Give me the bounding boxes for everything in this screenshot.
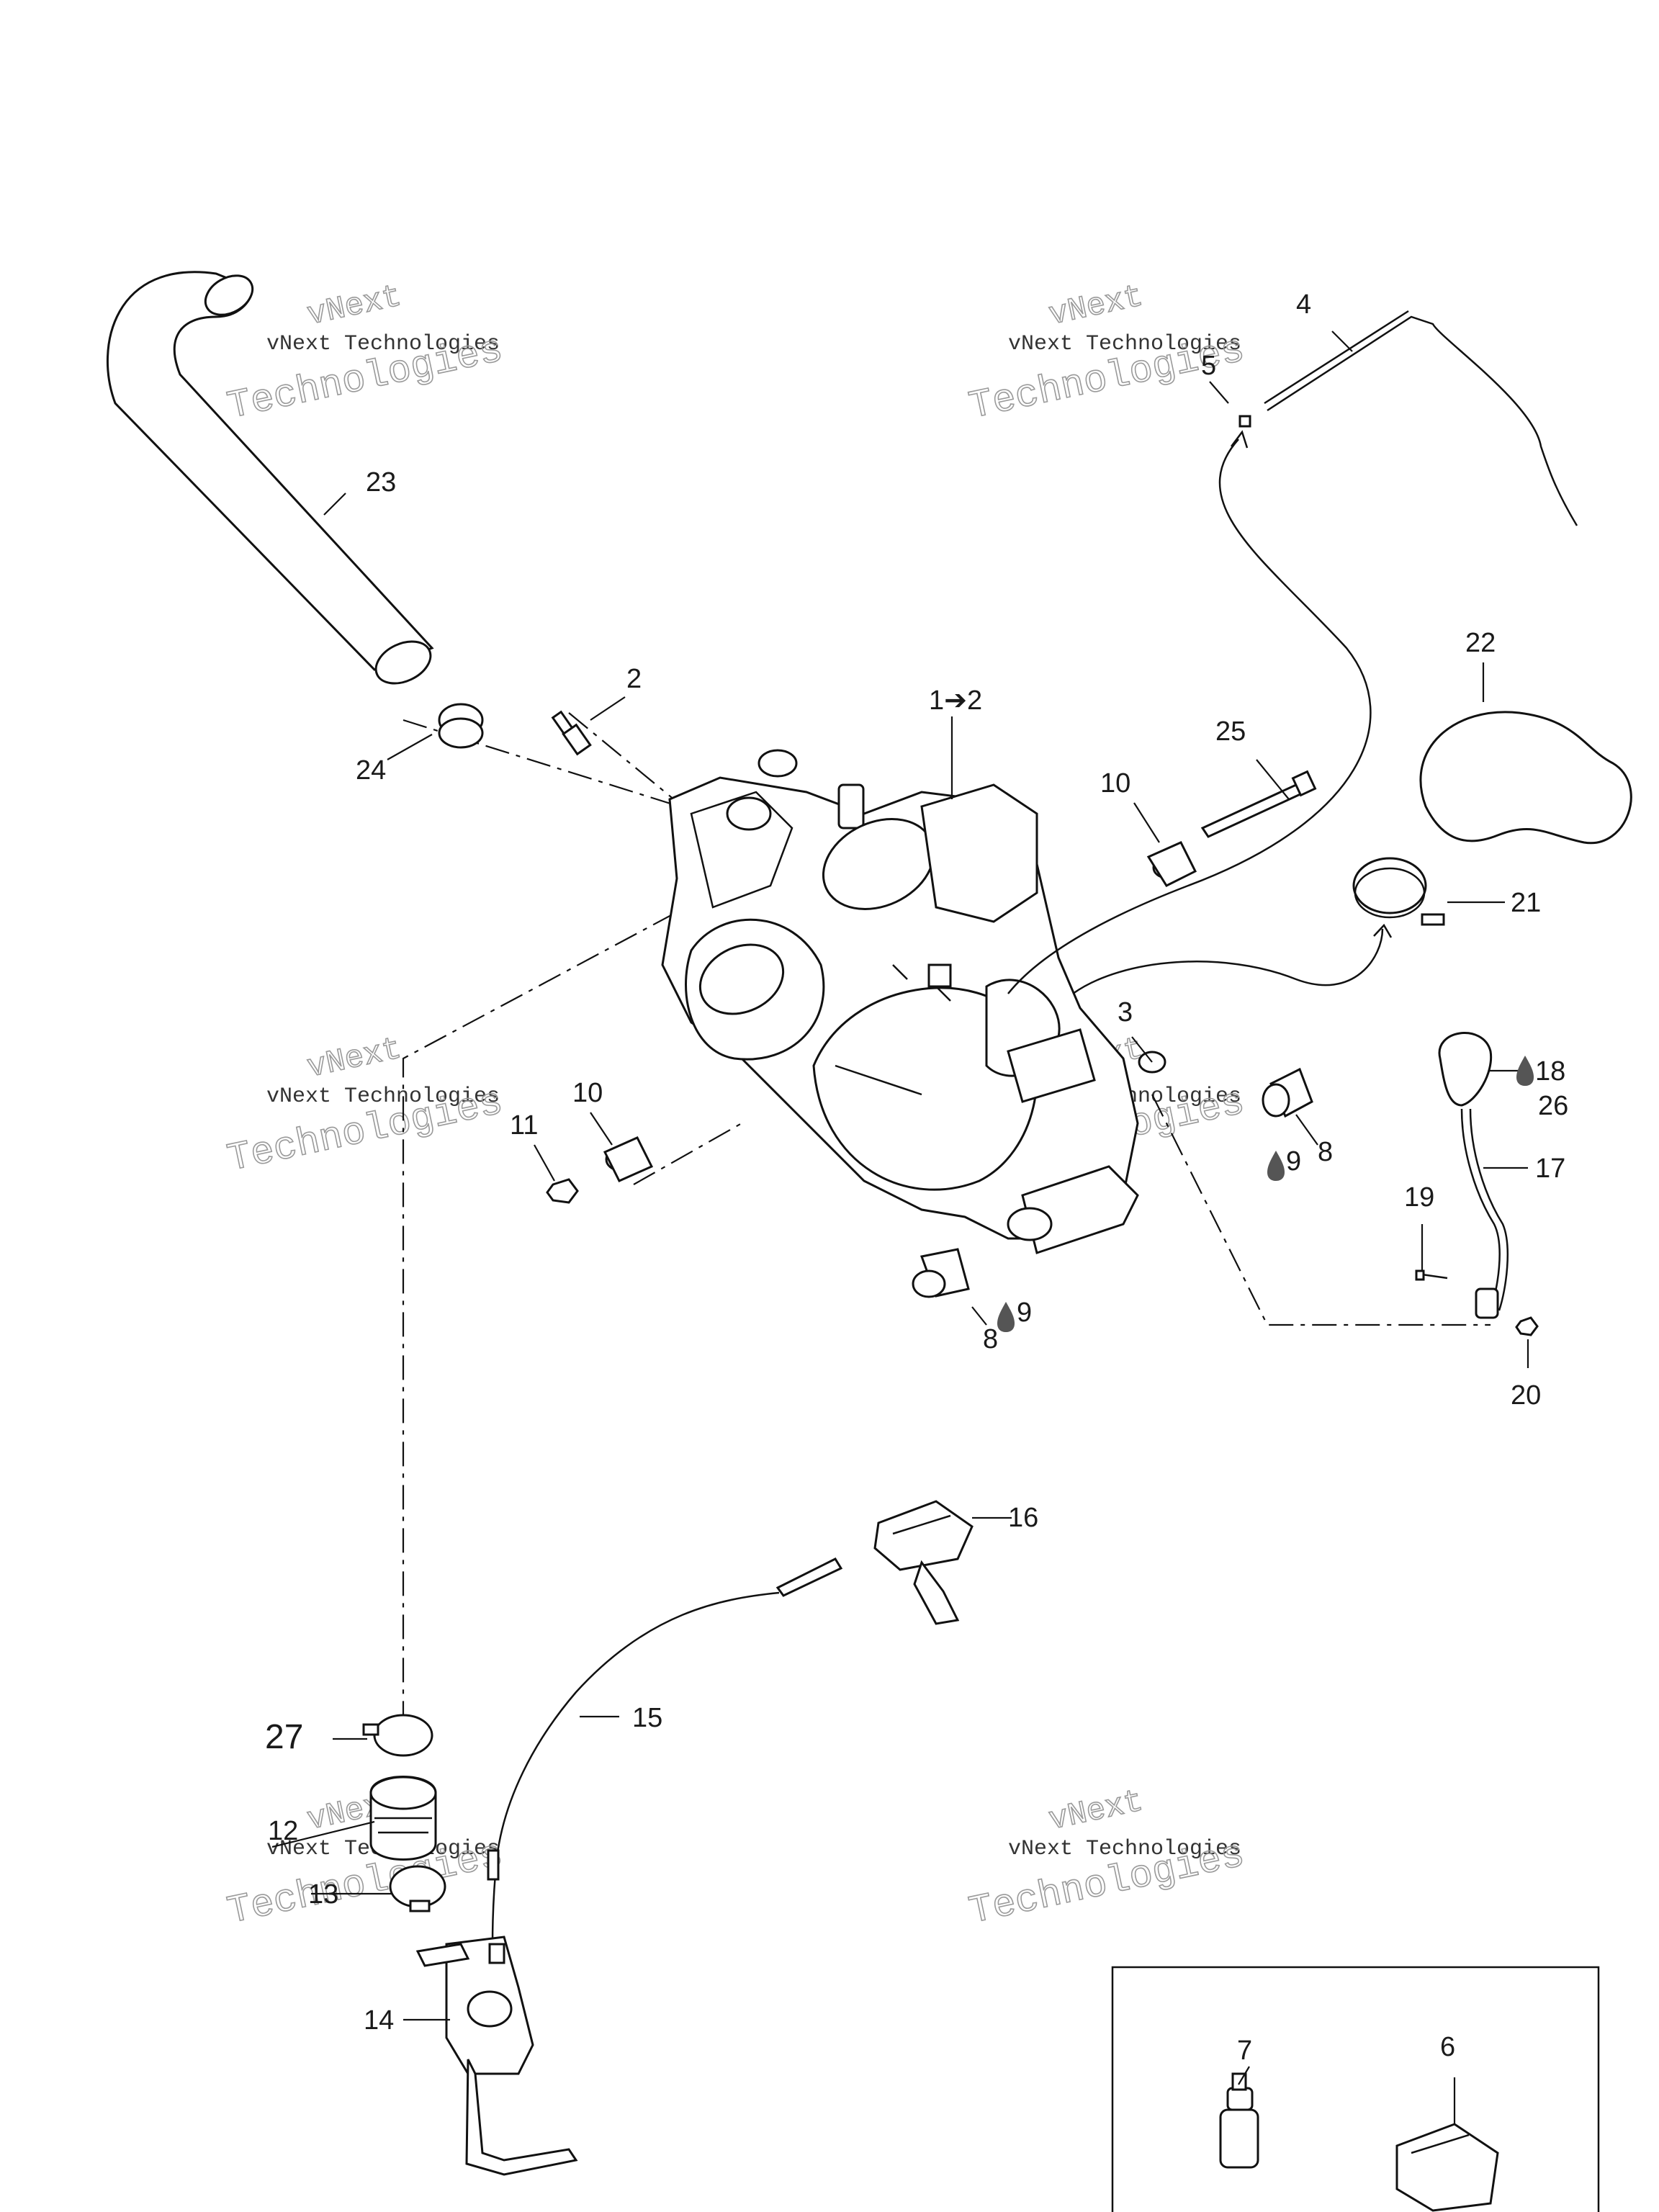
callout-14: 14 <box>364 2005 394 2036</box>
svg-text:vNext: vNext <box>305 1031 405 1086</box>
engine-assembly-part-1 <box>661 749 1139 1254</box>
leader-lines <box>271 331 1529 2124</box>
drop-icon <box>997 1302 1015 1332</box>
svg-text:vNext: vNext <box>1046 1784 1147 1838</box>
callout-8b: 8 <box>983 1324 998 1354</box>
damper-part-10-upper <box>1146 841 1197 887</box>
callout-12: 12 <box>268 1816 298 1846</box>
fitting-part-5 <box>1238 415 1251 428</box>
vent-hose-route <box>1007 430 1372 994</box>
callout-6: 6 <box>1440 2032 1455 2062</box>
callout-11: 11 <box>510 1110 538 1141</box>
svg-text:vNext Technologies: vNext Technologies <box>1008 1837 1241 1861</box>
clamp-part-21 <box>1352 857 1445 926</box>
svg-text:vNext Technologies: vNext Technologies <box>266 332 500 356</box>
callout-5: 5 <box>1201 351 1216 381</box>
vent-hose-part-4 <box>1264 310 1578 526</box>
callout-26: 26 <box>1538 1091 1568 1121</box>
callout-22: 22 <box>1465 628 1496 658</box>
svg-text:vNext: vNext <box>305 279 405 333</box>
bracket-part-19 <box>1415 1269 1499 1319</box>
callout-16: 16 <box>1008 1503 1038 1533</box>
callout-15: 15 <box>632 1703 662 1733</box>
callout-23: 23 <box>366 467 396 498</box>
module-part-6 <box>1395 2123 1499 2212</box>
callout-18: 18 <box>1535 1056 1565 1087</box>
callout-21: 21 <box>1511 888 1541 918</box>
svg-text:vNext Technologies: vNext Technologies <box>266 1084 500 1109</box>
callout-20: 20 <box>1511 1380 1541 1411</box>
callout-25: 25 <box>1215 716 1246 747</box>
callout-9a: 9 <box>1286 1146 1301 1177</box>
callout-27: 27 <box>265 1718 303 1756</box>
fuel-pump-part-7 <box>1219 2072 1259 2169</box>
throttle-cable-part-15 <box>487 1557 843 1945</box>
drop-icon <box>1267 1151 1285 1181</box>
carburetor-part-14 <box>415 1936 578 2176</box>
throttle-lever-part-16 <box>873 1500 974 1625</box>
callout-9b: 9 <box>1017 1298 1032 1328</box>
callout-labels: 1➔2 2 3 4 5 6 7 8 8 9 9 10 10 11 12 13 1… <box>265 289 1568 2066</box>
callout-2: 2 <box>626 664 642 694</box>
watermark-mid-left: vNext vNext Technologies Technologies <box>223 1031 508 1183</box>
nut-part-11 <box>546 1178 579 1204</box>
mount-part-8-lower <box>912 1248 970 1298</box>
callout-19: 19 <box>1404 1182 1434 1213</box>
cable-part-17 <box>1460 1108 1509 1311</box>
callout-13: 13 <box>308 1879 338 1910</box>
callout-10b: 10 <box>572 1078 603 1108</box>
clamp-part-13 <box>389 1865 446 1912</box>
watermark-bottom-left: vNext vNext Technologies Technologies <box>223 1784 508 1936</box>
callout-24: 24 <box>356 755 386 786</box>
watermark-top-left: vNext vNext Technologies Technologies <box>223 279 508 431</box>
duct-route-arrow <box>1072 923 1393 995</box>
callout-7: 7 <box>1237 2036 1252 2066</box>
exhaust-pipe-part-23 <box>106 271 434 685</box>
callout-3: 3 <box>1118 997 1133 1028</box>
air-duct-part-22 <box>1419 711 1632 845</box>
damper-part-10-lower <box>603 1136 654 1182</box>
bolt-part-25 <box>1200 770 1317 838</box>
nut-part-20 <box>1515 1316 1539 1336</box>
clamp-part-24 <box>438 703 484 749</box>
callout-10a: 10 <box>1100 768 1130 799</box>
drop-icon <box>1516 1056 1534 1086</box>
callout-1-2: 1➔2 <box>929 685 982 716</box>
adaptor-part-12 <box>369 1776 437 1861</box>
clamp-part-27 <box>362 1714 433 1757</box>
svg-text:vNext: vNext <box>1046 279 1147 333</box>
inset-box <box>1111 1966 1600 2212</box>
spark-plug-part-2 <box>551 710 592 756</box>
callout-4: 4 <box>1296 289 1311 320</box>
watermark-bottom-right: vNext vNext Technologies Technologies <box>965 1784 1249 1936</box>
callout-8a: 8 <box>1318 1137 1333 1167</box>
callout-17: 17 <box>1535 1154 1565 1184</box>
boot-part-18 <box>1438 1032 1493 1107</box>
mount-part-8-right <box>1262 1067 1313 1118</box>
svg-text:vNext Technologies: vNext Technologies <box>1008 332 1241 356</box>
